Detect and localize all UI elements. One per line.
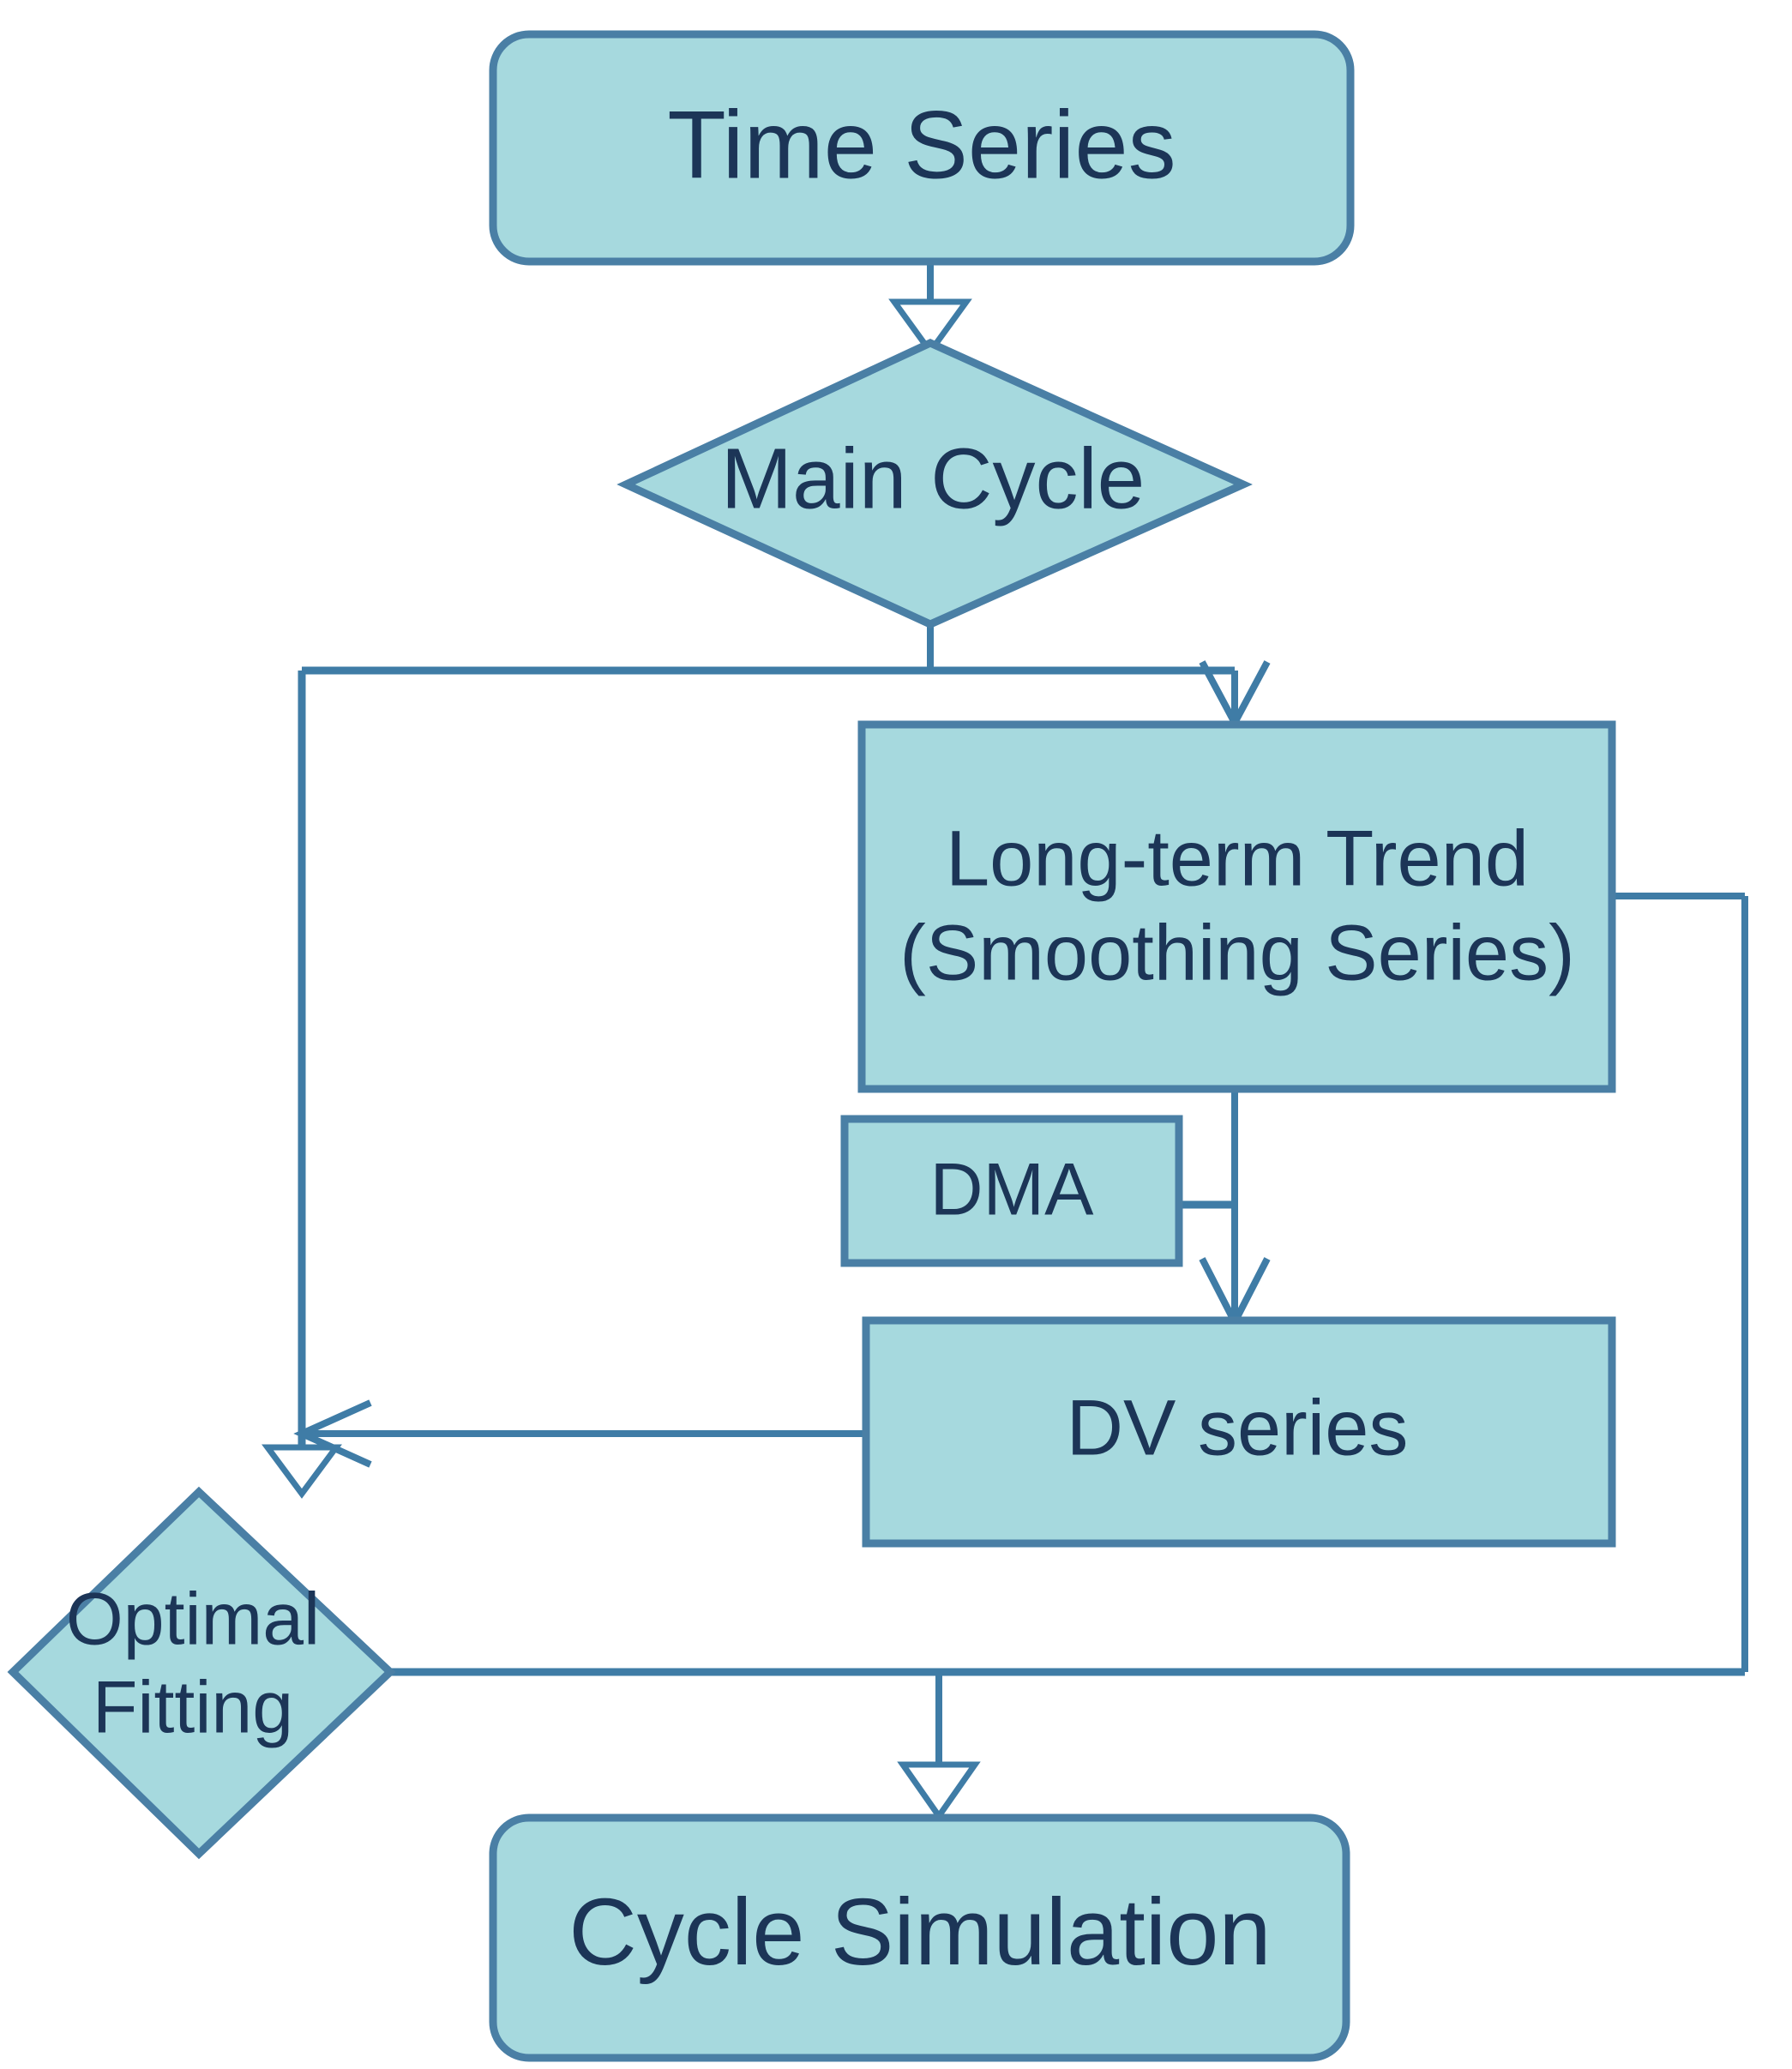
dma-label: DMA bbox=[929, 1149, 1094, 1231]
node-time-series[interactable]: Time Series bbox=[489, 30, 1355, 266]
long-term-trend-label-line1: Long-term Trend bbox=[946, 815, 1529, 902]
node-dma[interactable]: DMA bbox=[840, 1115, 1183, 1267]
node-dv-series[interactable]: DV series bbox=[862, 1316, 1616, 1548]
node-optimal-fitting[interactable]: Optimal Fitting bbox=[7, 1486, 396, 1860]
node-main-cycle[interactable]: Main Cycle bbox=[616, 339, 1253, 629]
main-cycle-diamond[interactable] bbox=[616, 339, 1253, 629]
arrowhead-dv-series-to-optimal-fitting bbox=[293, 1399, 372, 1468]
cycle-simulation-label: Cycle Simulation bbox=[568, 1880, 1271, 1985]
dv-series-label: DV series bbox=[1067, 1384, 1409, 1471]
arrowhead-time-series-to-main-cycle bbox=[888, 298, 972, 357]
arrowhead-optimal-fitting-to-cycle-simulation bbox=[897, 1761, 981, 1822]
node-long-term-trend[interactable]: Long-term Trend (Smoothing Series) bbox=[857, 720, 1616, 1093]
cycle-simulation-box[interactable] bbox=[489, 1813, 1350, 2062]
optimal-fitting-diamond[interactable] bbox=[7, 1486, 396, 1860]
dv-series-box[interactable] bbox=[862, 1316, 1616, 1548]
optimal-fitting-label-line1: Optimal bbox=[66, 1579, 320, 1661]
time-series-box[interactable] bbox=[489, 30, 1355, 266]
long-term-trend-label-line2: (Smoothing Series) bbox=[899, 909, 1574, 996]
node-cycle-simulation[interactable]: Cycle Simulation bbox=[489, 1813, 1350, 2062]
optimal-fitting-label-line2: Fitting bbox=[93, 1667, 293, 1749]
arrowhead-main-cycle-to-optimal-fitting bbox=[262, 1444, 342, 1499]
dma-box[interactable] bbox=[840, 1115, 1183, 1267]
time-series-label: Time Series bbox=[667, 92, 1176, 199]
main-cycle-label: Main Cycle bbox=[721, 430, 1146, 526]
long-term-trend-box[interactable] bbox=[857, 720, 1616, 1093]
